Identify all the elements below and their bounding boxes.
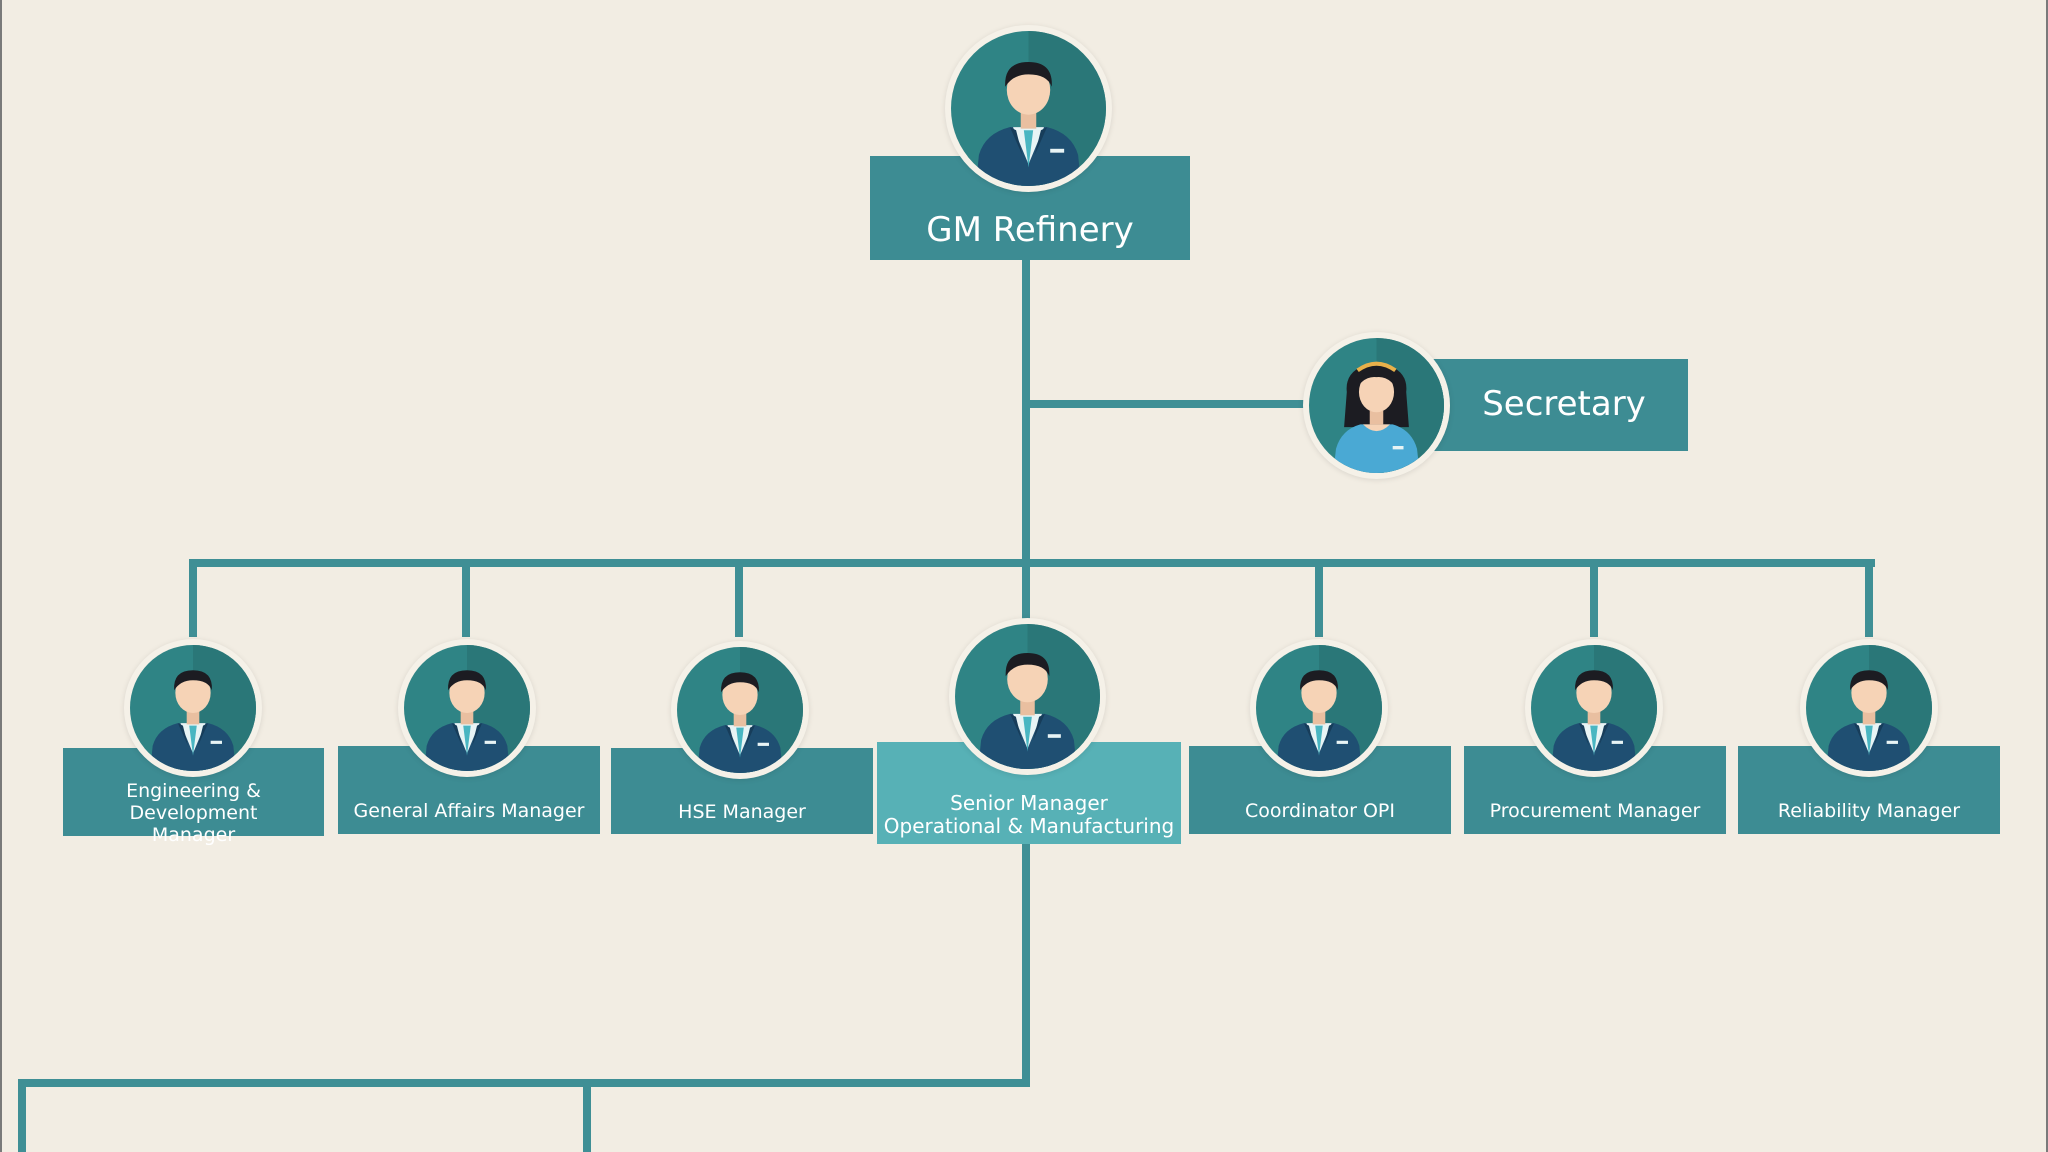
node-general-affairs-manager-label: General Affairs Manager xyxy=(353,800,585,823)
node-coordinator-opi-label: Coordinator OPI xyxy=(1245,800,1395,823)
male-manager-avatar-icon xyxy=(951,31,1106,186)
male-manager-avatar-icon xyxy=(130,645,256,771)
connector-drop-1 xyxy=(189,559,197,637)
connector-secretary xyxy=(1026,400,1305,408)
connector-drop-4 xyxy=(1022,559,1030,619)
node-senior-manager-operational-manufacturing[interactable]: Senior Manager Operational & Manufacturi… xyxy=(877,742,1181,844)
node-secretary[interactable]: Secretary xyxy=(1420,359,1688,451)
connector-drop-5 xyxy=(1315,559,1323,637)
connector-senior-down xyxy=(1022,843,1030,1087)
male-manager-avatar-icon xyxy=(955,624,1100,769)
male-manager-avatar-icon xyxy=(1806,645,1932,771)
male-manager-avatar-icon xyxy=(404,645,530,771)
right-border xyxy=(2046,0,2048,1152)
connector-sub-drop-1 xyxy=(18,1079,26,1152)
node-engineering-development-manager-label: Engineering & Development Manager xyxy=(126,780,261,846)
male-manager-avatar-icon xyxy=(1531,645,1657,771)
connector-drop-6 xyxy=(1590,559,1598,637)
male-manager-avatar-icon xyxy=(677,647,803,773)
node-secretary-label: Secretary xyxy=(1482,384,1646,425)
node-engineering-development-manager[interactable]: Engineering & Development Manager xyxy=(63,748,324,846)
connector-sub-bus xyxy=(18,1079,1030,1087)
connector-root-trunk xyxy=(1022,258,1030,563)
connector-drop-7 xyxy=(1865,559,1873,637)
node-senior-manager-operational-manufacturing-label: Senior Manager Operational & Manufacturi… xyxy=(883,791,1175,838)
connector-drop-3 xyxy=(735,559,743,637)
left-border xyxy=(0,0,2,1152)
node-reliability-manager-label: Reliability Manager xyxy=(1777,800,1961,823)
node-gm-refinery[interactable]: GM Refinery xyxy=(870,156,1190,260)
node-general-affairs-manager[interactable]: General Affairs Manager xyxy=(338,746,600,834)
connector-managers-bus xyxy=(189,559,1875,567)
node-hse-manager-label: HSE Manager xyxy=(678,801,806,824)
node-procurement-manager-label: Procurement Manager xyxy=(1489,800,1701,823)
connector-sub-drop-2 xyxy=(583,1079,591,1152)
node-gm-refinery-label: GM Refinery xyxy=(926,210,1134,251)
female-secretary-avatar-icon xyxy=(1309,338,1444,473)
connector-drop-2 xyxy=(462,559,470,637)
male-manager-avatar-icon xyxy=(1256,645,1382,771)
